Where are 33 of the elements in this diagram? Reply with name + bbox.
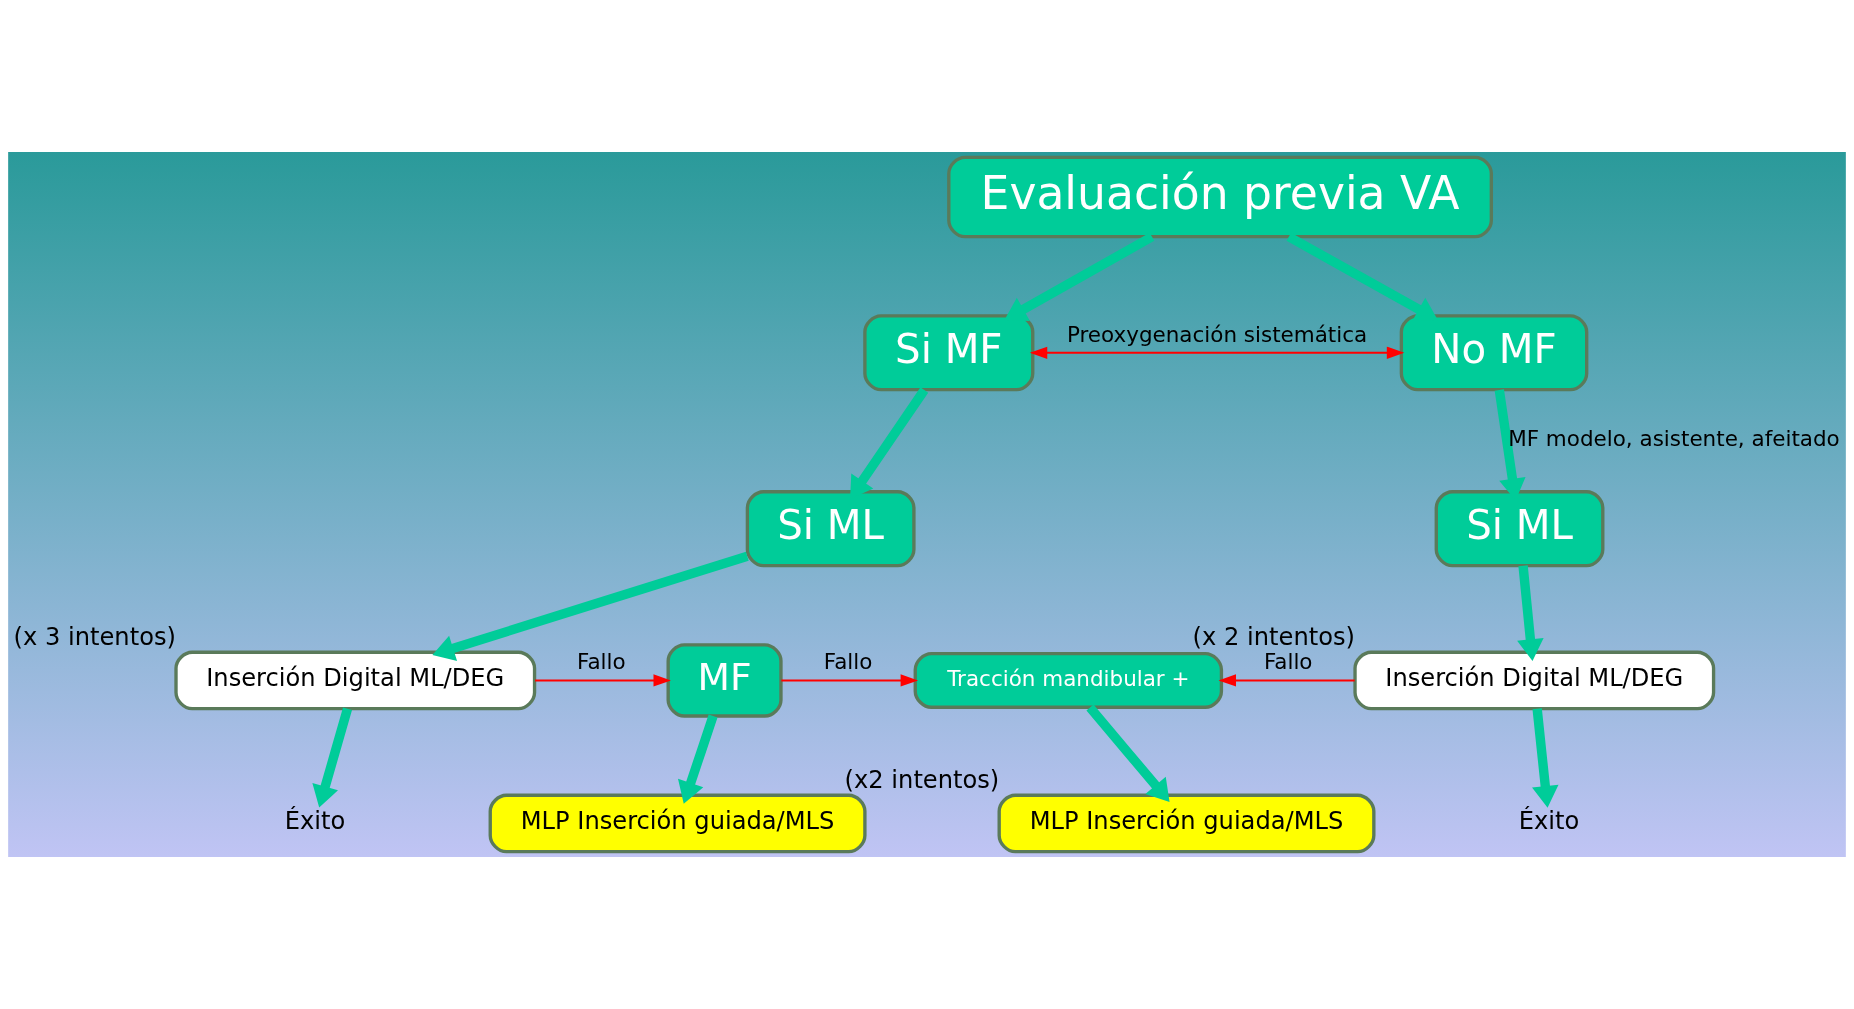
node-box: Si ML — [745, 490, 916, 568]
edge-label: Preoxygenación sistemática — [1066, 321, 1368, 347]
arrow — [1286, 232, 1438, 321]
arrow — [312, 707, 353, 808]
arrow — [1029, 346, 1405, 359]
node-label: (x2 intentos) — [844, 765, 1000, 794]
node-box: MF — [666, 643, 783, 718]
node-box: MLP Inserción guiada/MLS — [997, 793, 1376, 854]
node-label: (x 2 intentos) — [1192, 622, 1355, 651]
node-box: Tracción mandibular + — [913, 651, 1224, 709]
node-text: Éxito — [1518, 807, 1580, 836]
node-box: Evaluación previa VA — [947, 155, 1493, 239]
node-box: Inserción Digital ML/DEG — [174, 650, 537, 711]
arrow — [432, 551, 749, 662]
edge-label: Fallo — [577, 649, 626, 675]
edge-label: Fallo — [823, 649, 873, 675]
arrow — [781, 674, 919, 687]
node-box: MLP Inserción guiada/MLS — [488, 793, 867, 854]
arrow — [1004, 232, 1155, 321]
arrow — [1517, 565, 1544, 661]
node-text: Éxito — [284, 807, 346, 836]
node-box: Si ML — [1434, 490, 1605, 568]
edge-label: MF modelo, asistente, afeitado — [1508, 425, 1840, 451]
arrow — [1532, 708, 1559, 808]
node-box: Inserción Digital ML/DEG — [1353, 650, 1716, 711]
arrow — [1086, 704, 1170, 802]
node-box: Si MF — [863, 314, 1035, 392]
edge-label: Fallo — [1263, 649, 1313, 675]
arrow — [678, 714, 718, 804]
node-box: No MF — [1399, 314, 1589, 392]
arrow — [1218, 674, 1355, 687]
arrow — [535, 674, 671, 687]
node-label: (x 3 intentos) — [13, 622, 176, 651]
